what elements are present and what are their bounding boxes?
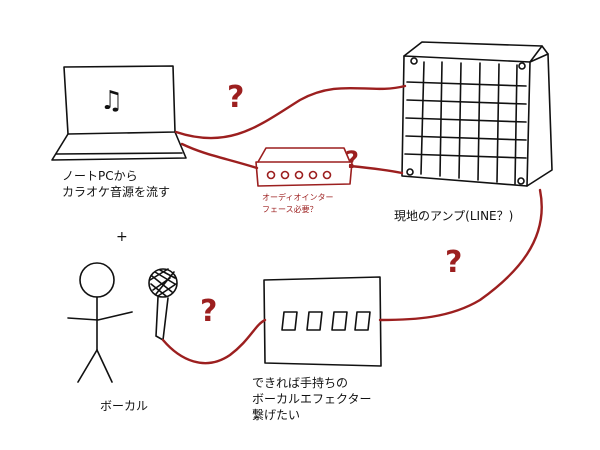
amp-icon <box>401 41 553 187</box>
amp-label: 現地のアンプ(LINE？) <box>394 209 514 223</box>
question-mark-amp-effector: ? <box>445 245 463 280</box>
laptop-label: ノートPCから カラオケ音源を流す <box>62 168 170 200</box>
interface-label: オーディオインター フェース必要？ <box>262 192 333 216</box>
interface-label-line2: フェース必要？ <box>262 205 318 214</box>
effector-icon <box>263 276 382 367</box>
plus-label: + <box>116 229 128 245</box>
cable-laptop-to-amp <box>174 84 407 140</box>
question-mark-interface: ? <box>345 146 359 174</box>
effector-label-line1: できれば手持ちの <box>252 376 349 390</box>
interface-label-line1: オーディオインター <box>262 193 334 202</box>
effector-label: できれば手持ちの ボーカルエフェクター 繋げたい <box>252 375 372 424</box>
laptop-label-line1: ノートPCから <box>62 169 138 183</box>
effector-label-line2: ボーカルエフェクター <box>252 392 372 407</box>
cable-laptop-to-interface <box>180 142 259 170</box>
question-mark-mic-effector: ? <box>200 294 218 329</box>
audio-interface-icon <box>255 147 353 187</box>
microphone-icon <box>148 268 178 342</box>
question-mark-laptop-amp: ? <box>227 80 245 115</box>
effector-label-line3: 繋げたい <box>252 408 301 423</box>
cable-amp-to-effector <box>378 188 543 322</box>
music-note-icon: ♫ <box>100 86 123 116</box>
laptop-label-line2: カラオケ音源を流す <box>62 185 171 200</box>
cable-interface-to-amp <box>348 164 404 175</box>
cable-mic-to-effector <box>161 318 267 365</box>
stick-figure-icon <box>67 262 133 383</box>
vocal-label: ボーカル <box>100 399 149 413</box>
